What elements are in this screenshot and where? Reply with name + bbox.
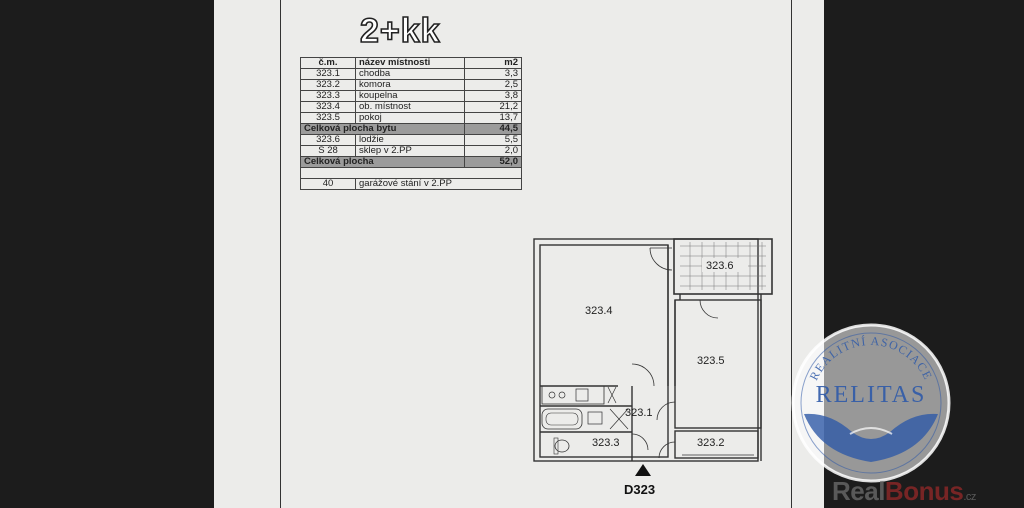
room-number: 323.2: [300, 79, 356, 91]
room-label-hall: 323.1: [625, 407, 653, 419]
floor-plan-drawing: 323.6 323.4 323.5 323.1 323.3 323.2: [533, 238, 773, 462]
room-name: koupelna: [355, 90, 465, 102]
room-label-storage: 323.2: [697, 437, 725, 449]
subtotal-row: Celková plocha bytu 44,5: [300, 123, 522, 135]
parking-row: 40 garážové stání v 2.PP: [300, 178, 522, 190]
total-label: Celková plocha: [300, 156, 465, 168]
room-number: S 28: [300, 145, 356, 157]
relitas-seal-logo: REALITNÍ ASOCIACE RELITAS: [791, 323, 951, 483]
room-number: 323.5: [300, 112, 356, 124]
table-row: 323.4 ob. místnost 21,2: [300, 101, 522, 113]
room-number: 323.1: [300, 68, 356, 80]
room-name: ob. místnost: [355, 101, 465, 113]
room-number: 323.3: [300, 90, 356, 102]
table-row: 323.1 chodba 3,3: [300, 68, 522, 80]
table-row: 323.5 pokoj 13,7: [300, 112, 522, 124]
header-room-number: č.m.: [300, 57, 356, 69]
room-name: sklep v 2.PP: [355, 145, 465, 157]
header-room-name: název místnosti: [355, 57, 465, 69]
entrance-arrow-icon: [635, 464, 651, 476]
room-area: 3,3: [464, 68, 522, 80]
parking-name: garážové stání v 2.PP: [355, 178, 522, 190]
outer-wall: [533, 238, 759, 462]
room-number: 323.6: [300, 134, 356, 146]
subtotal-label: Celková plocha bytu: [300, 123, 465, 135]
realbonus-watermark: RealBonus.cz: [832, 476, 976, 507]
total-row: Celková plocha 52,0: [300, 156, 522, 168]
room-area: 3,8: [464, 90, 522, 102]
room-label-living: 323.4: [585, 305, 613, 317]
subtotal-value: 44,5: [464, 123, 522, 135]
room-area-table: č.m. název místnosti m2 323.1 chodba 3,3…: [300, 57, 522, 190]
table-row: 323.3 koupelna 3,8: [300, 90, 522, 102]
loggia-outline: [673, 238, 773, 295]
room-area: 2,0: [464, 145, 522, 157]
room-number: 323.4: [300, 101, 356, 113]
brand-part-bonus: Bonus: [884, 476, 964, 506]
handshake-icon: [804, 413, 938, 462]
drawing-frame: [280, 0, 792, 508]
room-label-bathroom: 323.3: [592, 437, 620, 449]
total-value: 52,0: [464, 156, 522, 168]
header-area: m2: [464, 57, 522, 69]
table-row: S 28 sklep v 2.PP 2,0: [300, 145, 522, 157]
brand-part-real: Real: [832, 476, 885, 506]
parking-number: 40: [300, 178, 356, 190]
room-name: chodba: [355, 68, 465, 80]
seal-name: RELITAS: [816, 382, 927, 408]
room-area: 13,7: [464, 112, 522, 124]
floor-plan-sheet: 2+kk č.m. název místnosti m2 323.1 chodb…: [214, 0, 824, 508]
room-name: komora: [355, 79, 465, 91]
table-row: 323.6 lodžie 5,5: [300, 134, 522, 146]
table-row: 323.2 komora 2,5: [300, 79, 522, 91]
room-name: lodžie: [355, 134, 465, 146]
room-name: pokoj: [355, 112, 465, 124]
room-area: 5,5: [464, 134, 522, 146]
apartment-type-title: 2+kk: [359, 11, 441, 51]
room-label-bedroom: 323.5: [697, 355, 725, 367]
empty-row: [300, 167, 522, 179]
room-area: 2,5: [464, 79, 522, 91]
room-label-loggia: 323.6: [706, 260, 734, 272]
brand-suffix: .cz: [963, 491, 976, 503]
entrance-label: D323: [624, 482, 656, 497]
room-area: 21,2: [464, 101, 522, 113]
table-header-row: č.m. název místnosti m2: [300, 57, 522, 69]
